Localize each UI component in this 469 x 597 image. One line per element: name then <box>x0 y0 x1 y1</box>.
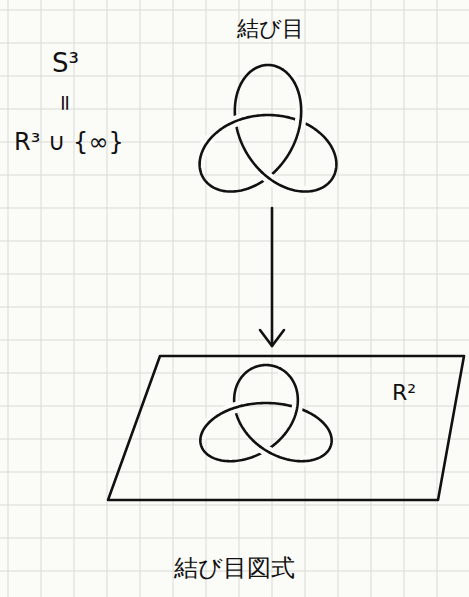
space-label: S³ <box>52 50 79 76</box>
equals-sign: = <box>54 94 76 112</box>
crossing-gap <box>283 70 301 129</box>
grid-line <box>272 0 273 597</box>
knot-over-strand <box>262 173 321 192</box>
grid-line <box>305 0 306 597</box>
grid-line <box>41 0 42 597</box>
arrow-head <box>260 330 284 346</box>
knot-illustration <box>195 12 345 202</box>
space-label: R³ ∪ {∞} <box>14 130 124 154</box>
projection-plane: R² <box>104 352 468 504</box>
knot-strand <box>200 65 337 192</box>
grid-line <box>0 505 469 506</box>
grid-line <box>404 0 405 597</box>
grid-line <box>0 274 469 275</box>
plane-outline <box>108 356 464 500</box>
grid-line <box>0 340 469 341</box>
crossing-gap <box>200 406 241 439</box>
grid-line <box>74 0 75 597</box>
grid-line <box>0 43 469 44</box>
figure-title: 結び目 <box>195 18 345 40</box>
grid-line <box>0 538 469 539</box>
grid-line <box>437 0 438 597</box>
grid-line <box>140 0 141 597</box>
knot-strand <box>200 365 331 461</box>
grid-line <box>8 0 9 597</box>
knot-over-strand <box>281 369 298 414</box>
grid-line <box>0 241 469 242</box>
grid-line <box>0 10 469 11</box>
grid-line <box>173 0 174 597</box>
knot-over-strand <box>200 406 241 439</box>
grid-line <box>338 0 339 597</box>
knot-over-strand <box>200 119 243 162</box>
grid-line <box>0 307 469 308</box>
arrow-connector <box>260 208 284 346</box>
grid-line <box>0 373 469 374</box>
crossing-gap <box>200 119 243 162</box>
arrow-shaft <box>271 208 274 346</box>
plane-illustration <box>104 352 468 504</box>
grid-line <box>371 0 372 597</box>
knot-figure: 結び目 <box>195 12 345 202</box>
grid-line <box>206 0 207 597</box>
plane-label: R² <box>392 382 416 404</box>
grid-line <box>0 472 469 473</box>
crossing-gap <box>261 447 317 461</box>
caption: 結び目図式 <box>0 556 469 580</box>
knot-over-strand <box>261 447 317 461</box>
grid-line <box>0 175 469 176</box>
knot-over-strand <box>283 70 301 129</box>
crossing-gap <box>281 369 298 414</box>
grid-line <box>0 439 469 440</box>
grid-line <box>107 0 108 597</box>
grid-line <box>0 208 469 209</box>
crossing-gap <box>262 173 321 192</box>
